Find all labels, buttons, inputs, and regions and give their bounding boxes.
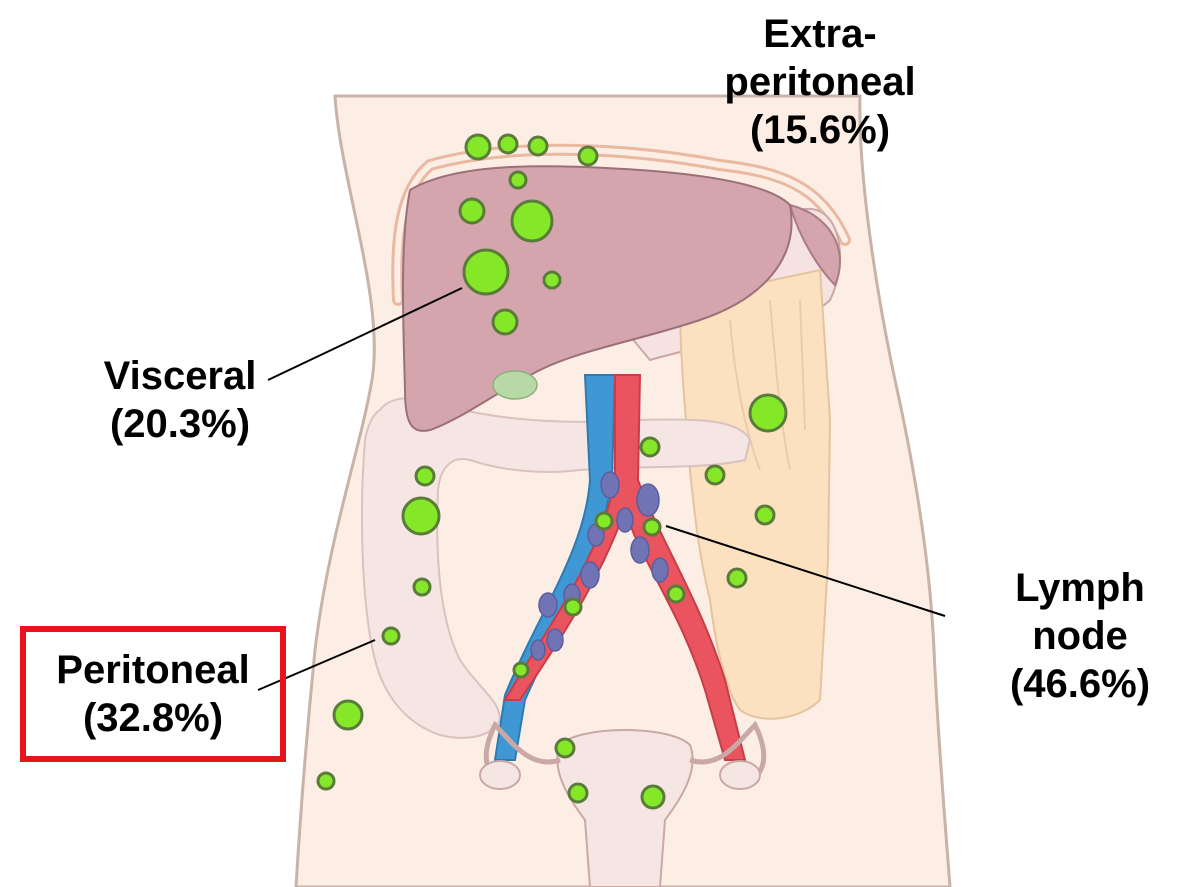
gallbladder <box>493 371 537 399</box>
extraperitoneal-label-line2: peritoneal <box>690 58 950 106</box>
peritoneal-label-highlight-box: Peritoneal (32.8%) <box>20 626 286 762</box>
left-ovary <box>480 761 520 789</box>
right-ovary <box>720 761 760 789</box>
lymph-node-percentage: (46.6%) <box>980 660 1180 708</box>
visceral-label: Visceral (20.3%) <box>60 352 300 448</box>
lymph-node-label: Lymph node (46.6%) <box>980 564 1180 708</box>
extraperitoneal-percentage: (15.6%) <box>690 106 950 154</box>
visceral-label-line1: Visceral <box>60 352 300 400</box>
lymph-node-label-line1: Lymph <box>980 564 1180 612</box>
peritoneal-label-line1: Peritoneal <box>26 646 280 694</box>
extraperitoneal-label: Extra- peritoneal (15.6%) <box>690 10 950 154</box>
extraperitoneal-label-line1: Extra- <box>690 10 950 58</box>
peritoneal-percentage: (32.8%) <box>26 694 280 742</box>
visceral-percentage: (20.3%) <box>60 400 300 448</box>
lymph-node-label-line2: node <box>980 612 1180 660</box>
